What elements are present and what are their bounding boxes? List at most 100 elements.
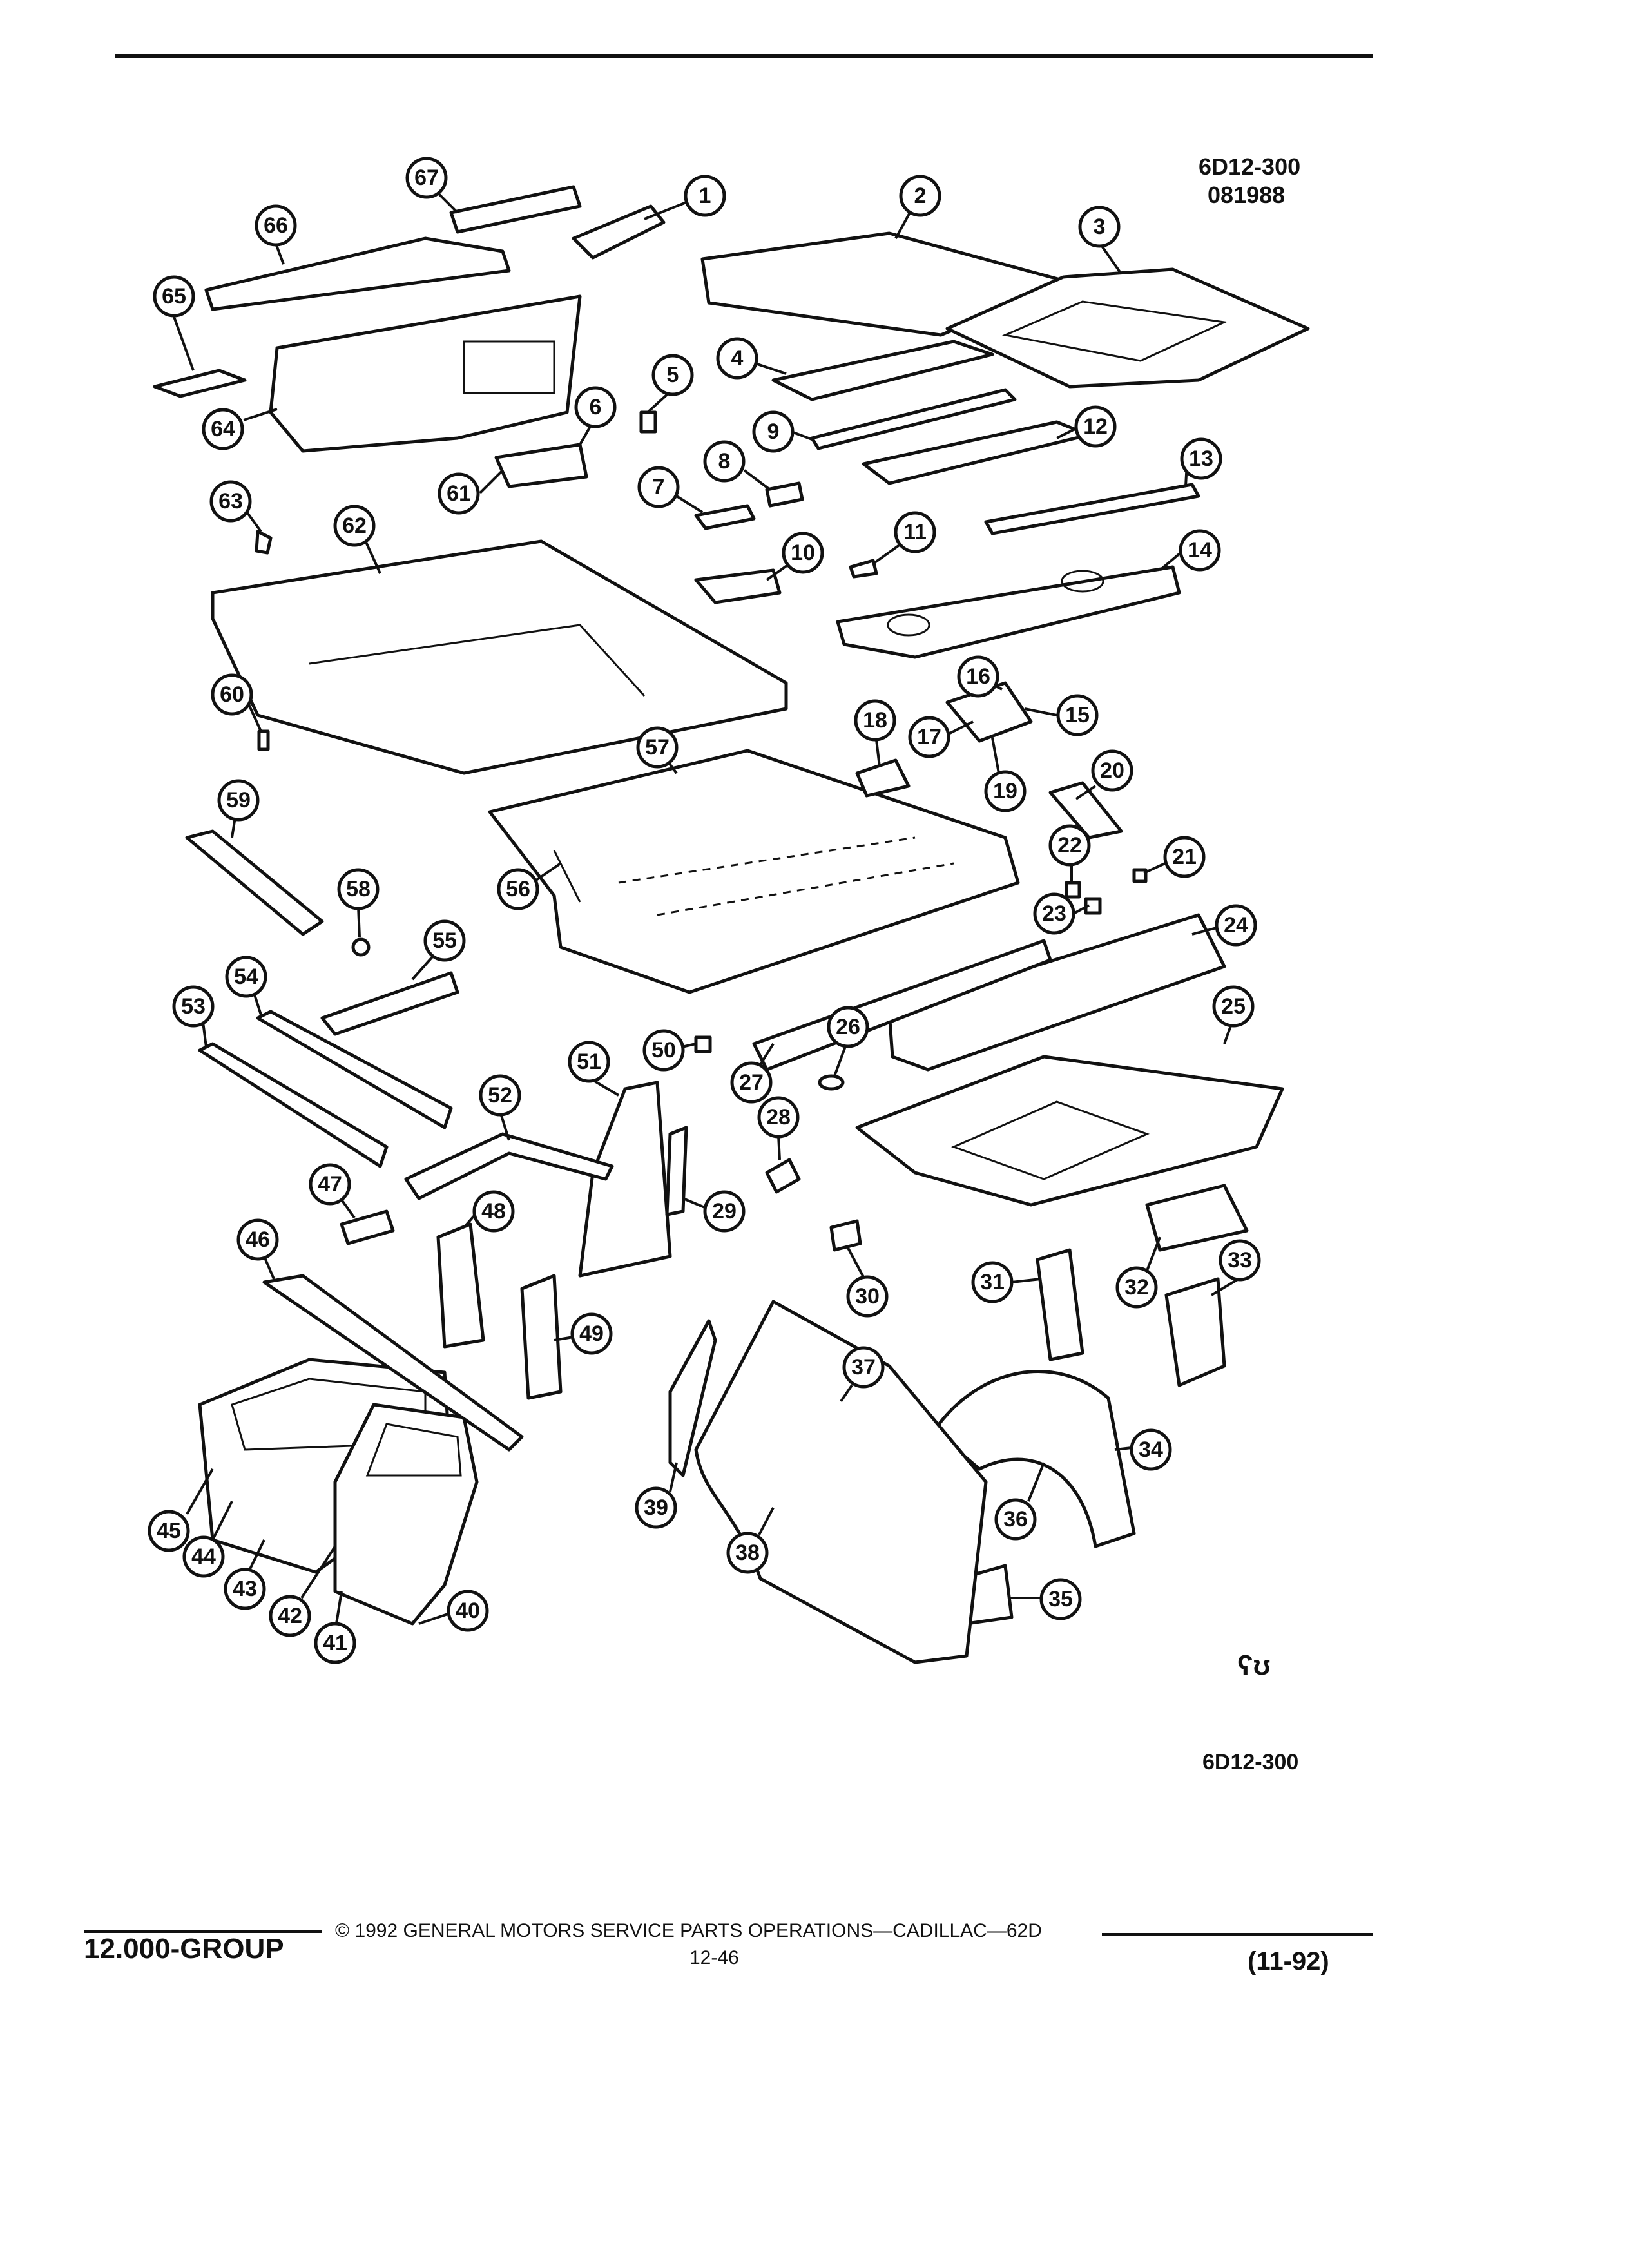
brace-61: [494, 443, 588, 488]
callout-38: 38: [726, 1532, 769, 1574]
callout-36: 36: [994, 1498, 1037, 1541]
svg-text:47: 47: [318, 1172, 342, 1196]
clip-11: [849, 559, 878, 579]
svg-text:20: 20: [1100, 758, 1124, 783]
footer-edition: (11-92): [1248, 1947, 1329, 1975]
grommet-58: [351, 937, 371, 957]
callout-18: 18: [854, 699, 896, 742]
callout-45: 45: [148, 1510, 190, 1552]
clip-22: [1065, 881, 1081, 899]
callout-31: 31: [971, 1261, 1014, 1303]
rear-door: [333, 1403, 479, 1626]
svg-text:36: 36: [1003, 1507, 1028, 1532]
sunroof-opening: [1001, 300, 1228, 362]
svg-text:37: 37: [851, 1355, 876, 1379]
callout-54: 54: [225, 956, 267, 998]
callout-8: 8: [703, 440, 746, 483]
svg-text:28: 28: [766, 1105, 791, 1129]
roof-rear-header: [862, 420, 1091, 485]
floor-crossmember-dash-2: [657, 862, 954, 916]
footer-left-rule: [84, 1930, 322, 1933]
svg-text:45: 45: [157, 1519, 181, 1543]
svg-text:24: 24: [1224, 913, 1248, 937]
callout-44: 44: [182, 1535, 225, 1578]
clip-63: [255, 530, 273, 555]
svg-text:55: 55: [432, 928, 457, 953]
callout-34: 34: [1130, 1428, 1172, 1471]
clip-5: [639, 410, 657, 434]
roof-bow: [810, 388, 1017, 450]
svg-text:62: 62: [342, 514, 367, 538]
svg-text:39: 39: [644, 1495, 668, 1520]
bracket-10: [694, 568, 782, 604]
footer-right-rule: [1102, 1933, 1373, 1936]
callout-60: 60: [211, 673, 253, 716]
callout-42: 42: [269, 1595, 311, 1637]
rear-end-panel: [887, 913, 1226, 1072]
pillar-29: [665, 1126, 688, 1216]
clip-50: [694, 1035, 712, 1053]
callout-52: 52: [479, 1074, 521, 1117]
callout-41: 41: [314, 1622, 356, 1664]
svg-text:52: 52: [488, 1083, 512, 1108]
callout-47: 47: [309, 1163, 351, 1206]
svg-text:14: 14: [1188, 538, 1212, 562]
svg-text:51: 51: [577, 1050, 601, 1074]
top-rule: [115, 54, 1373, 58]
bracket-7: [694, 504, 756, 530]
callout-63: 63: [209, 480, 252, 523]
callout-2: 2: [899, 175, 941, 217]
svg-text:11: 11: [903, 520, 927, 544]
quarter-panel: [694, 1300, 988, 1664]
callout-53: 53: [172, 985, 215, 1028]
callout-57: 57: [636, 726, 679, 769]
callout-14: 14: [1179, 529, 1221, 572]
callout-4: 4: [716, 337, 758, 380]
side-roof-rail: [262, 1274, 524, 1452]
front-floor-pan: [211, 539, 788, 775]
svg-text:15: 15: [1065, 703, 1090, 727]
callout-25: 25: [1212, 985, 1255, 1028]
callout-28: 28: [757, 1096, 800, 1139]
svg-text:67: 67: [414, 166, 439, 190]
svg-text:3: 3: [1094, 215, 1106, 239]
callout-37: 37: [842, 1346, 885, 1389]
brace-31: [1036, 1248, 1084, 1361]
callout-32: 32: [1115, 1266, 1158, 1309]
svg-text:33: 33: [1228, 1248, 1252, 1273]
svg-text:9: 9: [767, 419, 780, 444]
svg-text:41: 41: [323, 1631, 347, 1655]
callout-33: 33: [1219, 1239, 1261, 1282]
svg-text:21: 21: [1172, 845, 1197, 869]
callout-12: 12: [1074, 405, 1117, 448]
svg-text:1: 1: [699, 184, 711, 208]
plug-26: [818, 1074, 845, 1091]
callout-26: 26: [827, 1006, 869, 1048]
callout-58: 58: [337, 868, 380, 910]
svg-text:40: 40: [456, 1599, 480, 1623]
callout-39: 39: [635, 1486, 677, 1529]
trunk-floor: [855, 1055, 1284, 1207]
callout-6: 6: [574, 386, 617, 428]
callout-67: 67: [405, 157, 448, 199]
svg-text:66: 66: [264, 213, 288, 238]
svg-text:23: 23: [1042, 901, 1066, 926]
footer-page: 12-46: [689, 1947, 739, 1968]
inner-pillar-39: [668, 1319, 717, 1477]
callout-13: 13: [1180, 437, 1222, 480]
svg-text:35: 35: [1048, 1587, 1073, 1611]
svg-text:34: 34: [1139, 1437, 1163, 1462]
callout-48: 48: [472, 1190, 515, 1233]
callout-40: 40: [447, 1590, 489, 1632]
svg-text:27: 27: [739, 1070, 764, 1095]
seat-bracket-18: [855, 758, 911, 798]
svg-text:60: 60: [220, 682, 244, 707]
package-shelf: [836, 565, 1181, 659]
callout-49: 49: [570, 1312, 613, 1355]
brace-56: [553, 850, 581, 903]
rocker-54: [256, 1010, 453, 1129]
pillar-51: [578, 1081, 672, 1278]
callout-56: 56: [497, 868, 539, 910]
callout-30: 30: [846, 1275, 889, 1318]
rear-window-strip: [984, 483, 1200, 535]
